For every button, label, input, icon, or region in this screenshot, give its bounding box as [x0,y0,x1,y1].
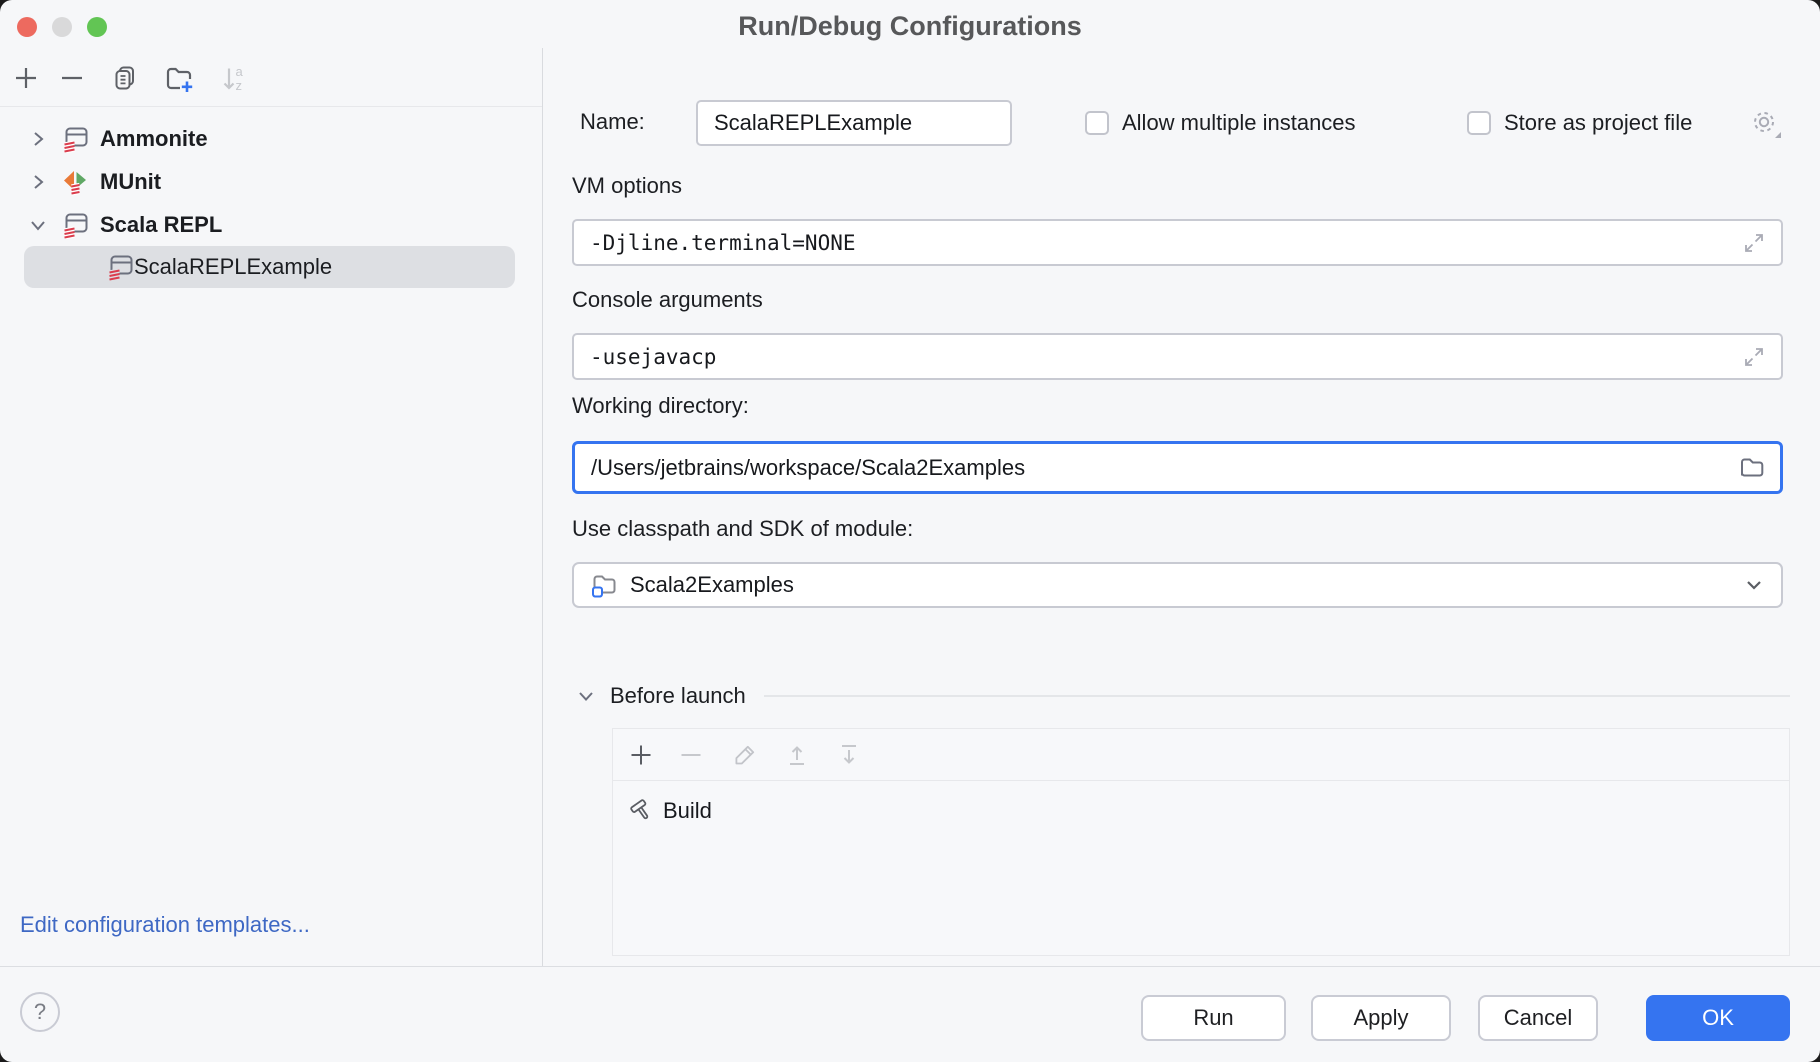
name-input[interactable]: ScalaREPLExample [696,100,1012,146]
remove-task-button minus-icon[interactable] [678,742,704,768]
remove-configuration-button minus-icon[interactable] [58,64,86,92]
chevron-down-icon [1741,572,1767,598]
move-task-down-button arrow-down-to-line-icon[interactable] [836,742,862,768]
apply-button[interactable]: Apply [1311,995,1451,1041]
store-settings-gear-icon[interactable] [1750,108,1782,140]
expand-field-icon[interactable] [1741,230,1767,256]
cancel-button[interactable]: Cancel [1478,995,1598,1041]
help-button question-icon[interactable]: ? [20,992,60,1032]
allow-multiple-instances-checkbox[interactable] [1085,111,1109,135]
configurations-sidebar: a z Ammonite [0,48,543,966]
edit-task-button pencil-icon[interactable] [732,742,758,768]
tree-item-ammonite[interactable]: Ammonite [24,118,515,160]
console-arguments-input[interactable]: -usejavacp [572,333,1783,380]
tree-item-label: Scala REPL [100,212,223,237]
run-button[interactable]: Run [1141,995,1286,1041]
module-classpath-label: Use classpath and SDK of module: [572,516,914,541]
scala-repl-icon [62,211,90,239]
before-launch-header: Before launch [572,681,1790,711]
browse-folder-icon[interactable] [1738,454,1766,482]
close-window-button[interactable] [17,17,37,37]
before-launch-toolbar [613,729,1789,781]
footer-divider [0,966,1820,967]
sidebar-toolbar: a z [0,48,542,107]
module-select[interactable]: Scala2Examples [572,562,1783,608]
store-as-project-file-checkbox[interactable] [1467,111,1491,135]
hammer-icon [627,797,655,825]
working-directory-label: Working directory: [572,393,749,418]
chevron-down-icon[interactable] [28,215,48,235]
tree-item-label: Ammonite [100,126,208,151]
vm-options-label: VM options [572,173,683,198]
console-arguments-label: Console arguments [572,287,763,312]
working-directory-input[interactable]: /Users/jetbrains/workspace/Scala2Example… [572,441,1783,494]
copy-configuration-button copy-icon[interactable] [111,64,139,92]
before-launch-panel: Build [612,728,1790,956]
store-as-project-file-label: Store as project file [1504,110,1693,135]
zoom-window-button[interactable] [87,17,107,37]
edit-configuration-templates-link[interactable]: Edit configuration templates... [20,912,310,937]
tree-item-scalareplexample[interactable]: ScalaREPLExample [24,246,515,288]
add-task-button plus-icon[interactable] [628,742,654,768]
before-launch-title: Before launch [610,683,746,708]
minimize-window-button[interactable] [52,17,72,37]
tree-item-munit[interactable]: MUnit [24,161,515,203]
new-folder-button new-folder-icon[interactable] [164,64,193,92]
allow-multiple-instances-label: Allow multiple instances [1122,110,1356,135]
scala-repl-icon [107,253,135,281]
add-configuration-button plus-icon[interactable] [12,64,40,92]
tree-item-label: ScalaREPLExample [134,254,333,279]
task-label: Build [663,798,712,823]
vm-options-input[interactable]: -Djline.terminal=NONE [572,219,1783,266]
chevron-right-icon[interactable] [28,129,48,149]
chevron-right-icon[interactable] [28,172,48,192]
before-launch-task-build[interactable]: Build [613,791,1789,831]
scala-repl-icon [62,125,90,153]
move-task-up-button arrow-up-from-line-icon[interactable] [784,742,810,768]
dialog-title: Run/Debug Configurations [738,11,1082,41]
name-label: Name: [580,109,645,134]
tree-item-label: MUnit [100,169,162,194]
expand-field-icon[interactable] [1741,344,1767,370]
ok-button[interactable]: OK [1646,995,1790,1041]
munit-icon [62,168,90,196]
svg-text:a: a [236,64,244,79]
sort-configurations-button sort-alpha-icon[interactable]: a z [219,64,247,93]
module-icon [590,571,618,599]
tree-item-scala-repl[interactable]: Scala REPL [24,204,515,246]
header-divider [763,695,1790,697]
svg-text:z: z [236,78,243,93]
collapse-chevron-down-icon[interactable] [576,686,596,706]
